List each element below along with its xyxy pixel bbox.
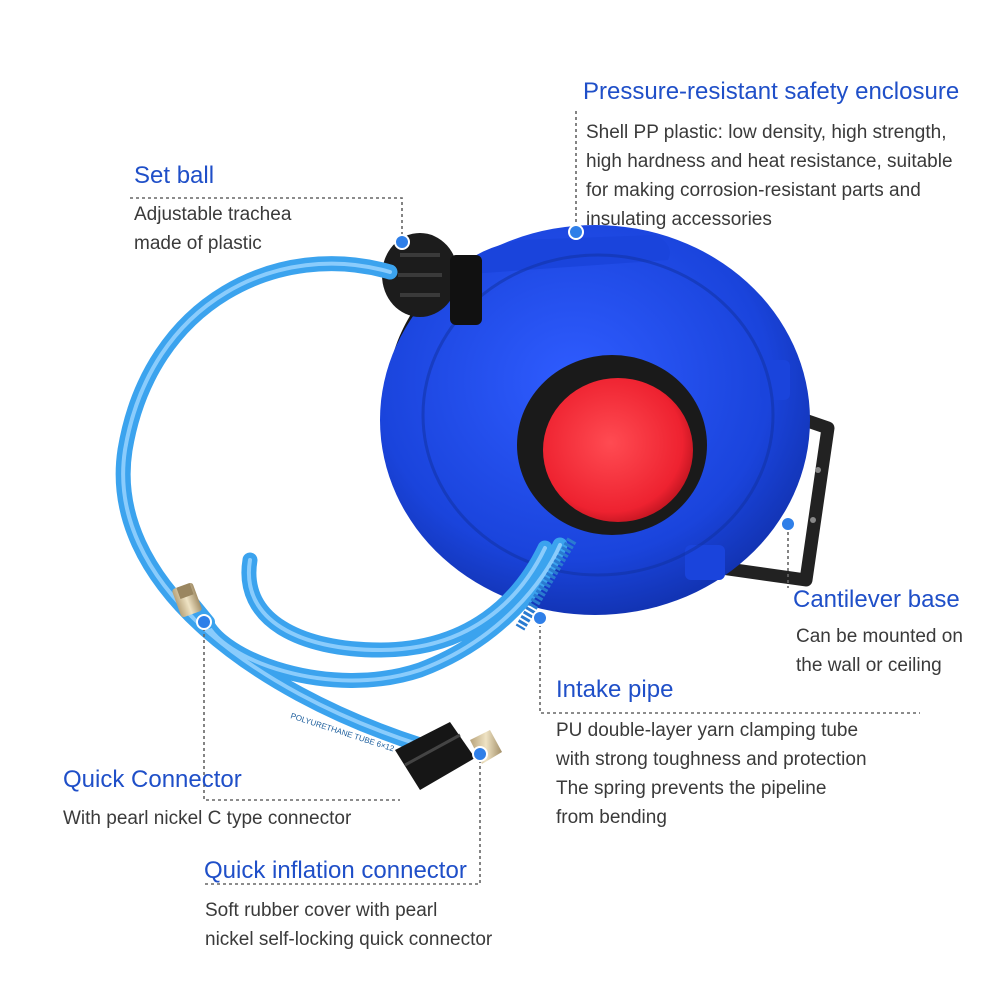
callout-markers [196, 224, 796, 762]
enclosure-description: Shell PP plastic: low density, high stre… [586, 118, 953, 234]
intake-description: PU double-layer yarn clamping tube with … [556, 716, 867, 832]
description-line: Soft rubber cover with pearl [205, 900, 438, 921]
quick-connector [172, 582, 202, 618]
description-line: nickel self-locking quick connector [205, 929, 493, 950]
description-line: PU double-layer yarn clamping tube [556, 720, 859, 741]
quick-inflation-title: Quick inflation connector [204, 857, 467, 884]
intake-title: Intake pipe [556, 676, 674, 703]
set-ball-description: Adjustable trachea made of plastic [134, 200, 291, 258]
quick-inflation-description: Soft rubber cover with pearl nickel self… [205, 896, 492, 954]
intake-pipe-spring [515, 537, 577, 631]
enclosure-title: Pressure-resistant safety enclosure [583, 78, 960, 105]
leader-lines [130, 111, 920, 885]
quick-connector-description: With pearl nickel C type connector [63, 804, 351, 833]
reel-hub [517, 355, 707, 535]
description-line: The spring prevents the pipeline [556, 778, 827, 799]
description-line: with strong toughness and protection [556, 749, 867, 770]
description-line: high hardness and heat resistance, suita… [586, 151, 953, 172]
description-line: from bending [556, 807, 667, 828]
description-line: Can be mounted on [796, 626, 963, 647]
cantilever-description: Can be mounted on the wall or ceiling [796, 622, 963, 680]
description-line: the wall or ceiling [796, 655, 942, 676]
description-line: Adjustable trachea [134, 204, 292, 225]
description-line: made of plastic [134, 233, 262, 254]
cantilever-title: Cantilever base [793, 586, 960, 613]
quick-connector-title: Quick Connector [63, 766, 242, 793]
set-ball-stopper [382, 233, 482, 325]
set-ball-title: Set ball [134, 162, 215, 189]
description-line: insulating accessories [586, 209, 772, 230]
description-line: Shell PP plastic: low density, high stre… [586, 122, 947, 143]
description-line: for making corrosion-resistant parts and [586, 180, 921, 201]
description-line: With pearl nickel C type connector [63, 808, 352, 829]
